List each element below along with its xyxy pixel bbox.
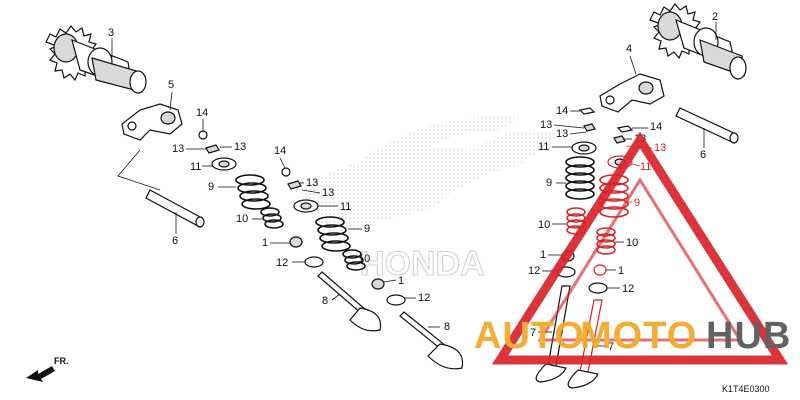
cotter-left-a <box>205 144 220 154</box>
front-marker: FR. <box>54 356 69 366</box>
valve-right-b <box>567 299 603 389</box>
front-direction-arrow: FR. <box>26 356 69 382</box>
watermark-logo: AUTO MOTO HUB <box>474 131 791 365</box>
callout-1: 1 <box>398 275 404 287</box>
seat-left-a <box>304 256 324 268</box>
callout-9: 9 <box>364 223 370 235</box>
watermark-word-hub: HUB <box>706 315 791 357</box>
valve-left-b <box>399 311 464 370</box>
callout-13: 13 <box>306 177 318 189</box>
seat-right-b <box>588 282 608 294</box>
shim-right-b <box>616 125 634 133</box>
camshaft-right <box>649 3 747 80</box>
callout-1: 1 <box>618 265 624 277</box>
callout-14: 14 <box>650 121 662 133</box>
callout-7: 7 <box>530 327 536 339</box>
outer-spring-left-b <box>315 216 351 252</box>
callout-8: 8 <box>444 321 450 333</box>
callout-13: 13 <box>322 187 334 199</box>
watermark-word-auto: AUTO <box>474 315 585 357</box>
seal-left-a <box>289 236 303 248</box>
watermark-triangle <box>491 131 789 365</box>
callout-12: 12 <box>528 265 540 277</box>
outer-spring-right-a <box>565 156 595 200</box>
callout-1: 1 <box>540 249 546 261</box>
callout-13: 13 <box>654 142 666 154</box>
callout-14: 14 <box>196 107 208 119</box>
background-wing-logo: HONDA <box>300 116 560 284</box>
watermark-word-moto: MOTO <box>580 315 697 357</box>
camshaft-left <box>45 25 147 94</box>
rocker-shaft-right <box>675 107 739 144</box>
seal-right-b <box>593 264 607 276</box>
callout-6: 6 <box>700 149 706 161</box>
rocker-arm-left <box>121 103 183 141</box>
seal-left-b <box>371 278 385 290</box>
shim-left-a <box>198 130 208 140</box>
shim-right-a <box>578 107 596 115</box>
callout-8: 8 <box>322 295 328 307</box>
callout-10: 10 <box>236 213 248 225</box>
callout-11: 11 <box>640 161 651 173</box>
callout-13: 13 <box>172 143 184 155</box>
callout-10: 10 <box>358 253 370 265</box>
rocker-shaft-left <box>145 189 205 228</box>
callout-4: 4 <box>626 43 632 55</box>
callout-11: 11 <box>190 161 201 173</box>
callout-13: 13 <box>556 128 568 140</box>
valve-right-a <box>535 285 571 383</box>
inner-spring-left-a <box>260 207 284 229</box>
callout-2: 2 <box>712 11 718 23</box>
callout-10: 10 <box>538 219 550 231</box>
cotter-left-b <box>287 180 302 190</box>
seat-left-b <box>386 294 406 306</box>
callout-11: 11 <box>538 141 549 153</box>
outer-spring-left-a <box>235 174 271 210</box>
callout-5: 5 <box>168 79 174 91</box>
callout-6: 6 <box>172 235 178 247</box>
callout-9: 9 <box>208 181 214 193</box>
callout-11: 11 <box>340 201 351 213</box>
callout-7: 7 <box>608 341 614 353</box>
callout-1: 1 <box>262 237 268 249</box>
rocker-arm-right <box>599 73 665 113</box>
callout-14: 14 <box>556 105 568 117</box>
cotter-right-b <box>613 135 626 144</box>
inner-spring-left-b <box>342 249 366 271</box>
cotter-right-a <box>583 123 596 132</box>
callout-12: 12 <box>622 283 634 295</box>
callout-9: 9 <box>634 197 640 209</box>
callout-13: 13 <box>234 141 246 153</box>
valve-left-a <box>317 271 382 332</box>
diagram-code: K1T4E0300 <box>722 384 770 394</box>
callout-14: 14 <box>274 145 286 157</box>
callout-12: 12 <box>418 292 430 304</box>
callout-12: 12 <box>276 257 288 269</box>
callout-3: 3 <box>108 27 114 39</box>
callout-13: 13 <box>540 119 552 131</box>
callout-10: 10 <box>626 237 638 249</box>
background-brand-text: HONDA <box>360 245 485 283</box>
callout-9: 9 <box>546 177 552 189</box>
shim-left-b <box>281 167 291 177</box>
